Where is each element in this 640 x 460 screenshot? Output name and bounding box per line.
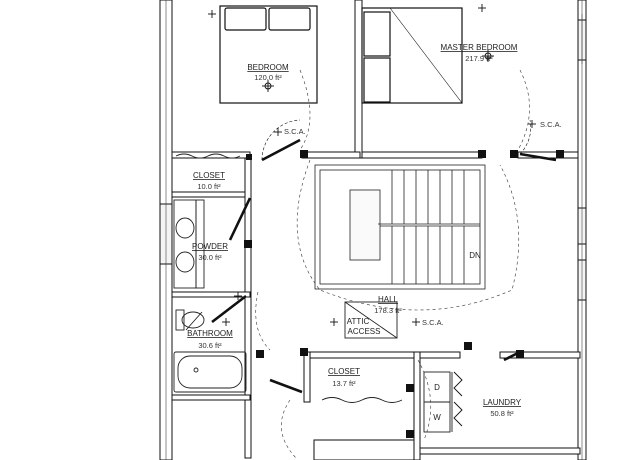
hall-area: 178.3 ft² <box>374 306 402 315</box>
toilet <box>175 309 205 331</box>
hall-name: HALL <box>378 295 399 304</box>
dryer-label: D <box>434 383 440 392</box>
doors <box>211 119 557 427</box>
master-bedroom-name: MASTER BEDROOM <box>441 43 518 52</box>
staircase <box>314 164 486 290</box>
powder-name: POWDER <box>192 242 228 251</box>
electrical-runs <box>255 69 530 459</box>
bedroom-name: BEDROOM <box>247 63 289 72</box>
closet-1-name: CLOSET <box>193 171 225 180</box>
stair-direction: DN <box>469 251 481 260</box>
closet-1-area: 10.0 ft² <box>197 182 221 191</box>
attic-access-hatch <box>344 301 398 339</box>
washer-dryer <box>423 371 453 433</box>
washer-label: W <box>433 413 441 422</box>
smoke-detector-label-1: S.C.A. <box>284 127 306 136</box>
smoke-detector-label-3: S.C.A. <box>422 318 444 327</box>
master-bedroom-area: 217.9 ft² <box>465 54 493 63</box>
smoke-detector-label-2: S.C.A. <box>540 120 562 129</box>
ceiling-fixtures <box>208 4 536 326</box>
laundry-area: 50.8 ft² <box>490 409 514 418</box>
door-jambs <box>244 150 564 438</box>
master-bed <box>361 7 463 104</box>
wall-detail-lines <box>165 0 583 460</box>
lower-counter <box>313 439 415 460</box>
bathroom-name: BATHROOM <box>187 329 233 338</box>
closet-curtain-2 <box>321 397 403 403</box>
powder-vanity <box>173 199 205 289</box>
powder-area: 30.0 ft² <box>198 253 222 262</box>
bathroom-area: 30.6 ft² <box>198 341 222 350</box>
closet-2-name: CLOSET <box>328 367 360 376</box>
bathtub <box>173 351 247 393</box>
attic-label-line1: ATTIC <box>347 317 370 326</box>
walls <box>159 0 587 460</box>
room-labels: BEDROOM 120.0 ft² MASTER BEDROOM 217.9 f… <box>187 43 562 422</box>
laundry-name: LAUNDRY <box>483 398 522 407</box>
bedroom-area: 120.0 ft² <box>254 73 282 82</box>
attic-label-line2: ACCESS <box>348 327 381 336</box>
closet-curtain-1 <box>175 153 241 159</box>
closet-2-area: 13.7 ft² <box>332 379 356 388</box>
bedroom-bed <box>219 5 318 104</box>
